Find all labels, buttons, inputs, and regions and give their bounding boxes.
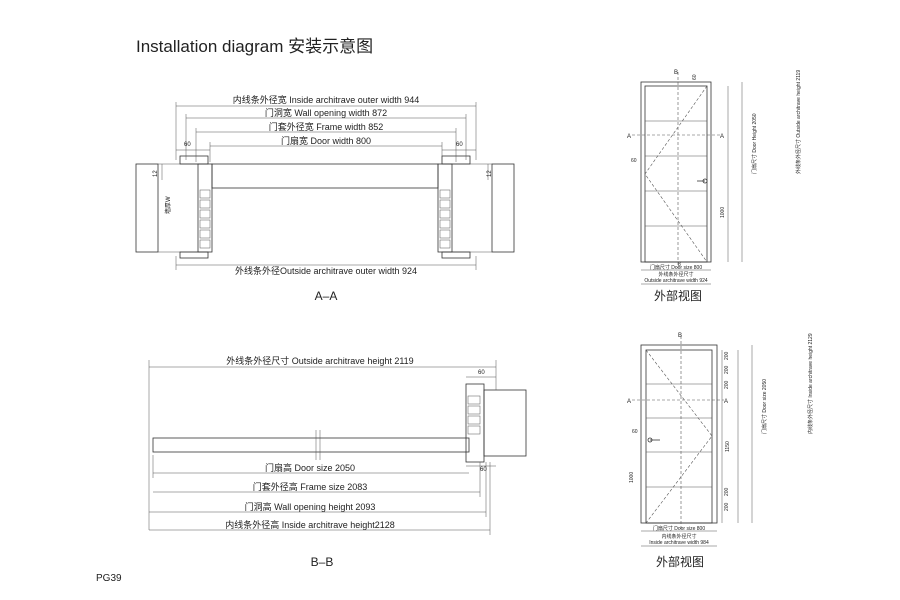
dim-left-12: 12 bbox=[153, 170, 159, 177]
dim-left-60: 60 bbox=[184, 142, 191, 148]
dim-wall-opening-height: 门洞高 Wall opening height 2093 bbox=[245, 501, 376, 512]
wall-thickness-label: 墙厚W bbox=[164, 196, 172, 214]
dim-inside-architrave-height: 内线条外径高 Inside architrave height2128 bbox=[225, 519, 395, 530]
dim-inside-architrave-width: 内线条外径宽 Inside architrave outer width 944 bbox=[233, 94, 420, 105]
exterior-view: B A A 60 60 门扇尺寸 Door Height 2050 外线条外径尺… bbox=[627, 70, 802, 303]
caption-exterior-view-bottom: 外部视图 bbox=[656, 554, 704, 569]
dim-bottom-arch-ev: 外线条外径尺寸 bbox=[658, 271, 693, 278]
dim-door-height-ev: 门扇尺寸 Door Height 2050 bbox=[751, 113, 758, 174]
frame-jamb-left bbox=[197, 163, 213, 253]
dim-right-1: 200 bbox=[724, 351, 730, 360]
label-a-left-top: A bbox=[627, 134, 631, 140]
caption-section-bb: B–B bbox=[311, 555, 334, 569]
dim-right-3: 200 bbox=[724, 380, 730, 389]
page-code: PG39 bbox=[96, 573, 122, 584]
dim-frame-width: 门套外径宽 Frame width 852 bbox=[269, 121, 384, 132]
dim-right-5: 200 bbox=[724, 487, 730, 496]
dim-outside-architrave-width: 外线条外径Outside architrave outer width 924 bbox=[235, 265, 417, 276]
architrave-outline-top bbox=[640, 81, 712, 263]
caption-section-aa: A–A bbox=[315, 289, 338, 303]
label-b-top: B bbox=[674, 70, 678, 76]
dim-outside-height-ev: 外线条外径尺寸 Outside architrave height 2119 bbox=[795, 70, 802, 174]
frame-jamb-right bbox=[437, 163, 453, 253]
dim-1000-ev: 1000 bbox=[720, 207, 726, 218]
dim-outside-architrave-height: 外线条外径尺寸 Outside architrave height 2119 bbox=[226, 355, 413, 366]
wall-right bbox=[491, 163, 515, 253]
dim-left-60-ev: 60 bbox=[631, 158, 637, 164]
dim-right-60: 60 bbox=[456, 142, 463, 148]
dim-bottom-arch-iv: 内线条外径尺寸 bbox=[661, 533, 696, 540]
dim-left-60-iv: 60 bbox=[632, 429, 638, 435]
label-a-right-bottom: A bbox=[724, 399, 728, 405]
dim-bottom-door-iv: 门扇尺寸 Door size 800 bbox=[653, 525, 705, 532]
dim-door-size-iv: 门扇尺寸 Door size 2050 bbox=[761, 379, 768, 434]
section-aa: 内线条外径宽 Inside architrave outer width 944… bbox=[135, 94, 515, 303]
dim-frame-size-height: 门套外径高 Frame size 2083 bbox=[253, 481, 368, 492]
architrave-right-bottom bbox=[441, 251, 471, 259]
caption-exterior-view-top: 外部视图 bbox=[654, 288, 702, 303]
door-leaf-section bbox=[211, 163, 439, 189]
frame-head-bb bbox=[465, 383, 485, 463]
dim-bottom-arch-en-ev: Outside architrave width 924 bbox=[644, 278, 708, 284]
architrave-left-top bbox=[179, 155, 209, 165]
architrave-outline-bottom bbox=[640, 344, 718, 524]
dim-bottom-arch-en-iv: Inside architrave width 984 bbox=[649, 540, 709, 546]
label-a-right-top: A bbox=[720, 134, 724, 140]
dim-8-ev: 8 bbox=[678, 262, 681, 268]
dim-bottom-60: 60 bbox=[480, 467, 487, 473]
label-b-bottom: B bbox=[678, 333, 682, 339]
dim-right-4: 1150 bbox=[725, 441, 731, 452]
dim-wall-opening-width: 门洞宽 Wall opening width 872 bbox=[265, 107, 387, 118]
dim-bottom-door-ev: 门扇尺寸 Door size 800 bbox=[650, 264, 702, 271]
dim-right-6: 200 bbox=[724, 502, 730, 511]
door-leaf-top bbox=[644, 85, 708, 263]
door-leaf-bottom bbox=[645, 349, 713, 524]
door-leaf-bb bbox=[152, 437, 470, 453]
wall-head-bb bbox=[483, 389, 527, 457]
dim-door-size-height: 门扇高 Door size 2050 bbox=[265, 462, 355, 473]
dim-top-60: 60 bbox=[478, 370, 485, 376]
interior-view: B A A 60 1000 200 200 200 1150 200 200 门… bbox=[627, 333, 814, 569]
dim-right-2: 200 bbox=[724, 365, 730, 374]
dim-inside-height-iv: 内线条外径尺寸 Inside architrave height 2129 bbox=[807, 333, 814, 434]
page-title: Installation diagram 安装示意图 bbox=[136, 37, 374, 56]
architrave-left-bottom bbox=[179, 251, 209, 259]
dim-door-width: 门扇宽 Door width 800 bbox=[281, 135, 371, 146]
dim-top-60-ev: 60 bbox=[692, 74, 698, 80]
dim-right-12: 12 bbox=[487, 170, 493, 177]
dim-1000-iv: 1000 bbox=[629, 472, 635, 483]
wall-left bbox=[135, 163, 159, 253]
section-bb: 外线条外径尺寸 Outside architrave height 2119 门… bbox=[148, 355, 527, 569]
label-a-left-bottom: A bbox=[627, 399, 631, 405]
